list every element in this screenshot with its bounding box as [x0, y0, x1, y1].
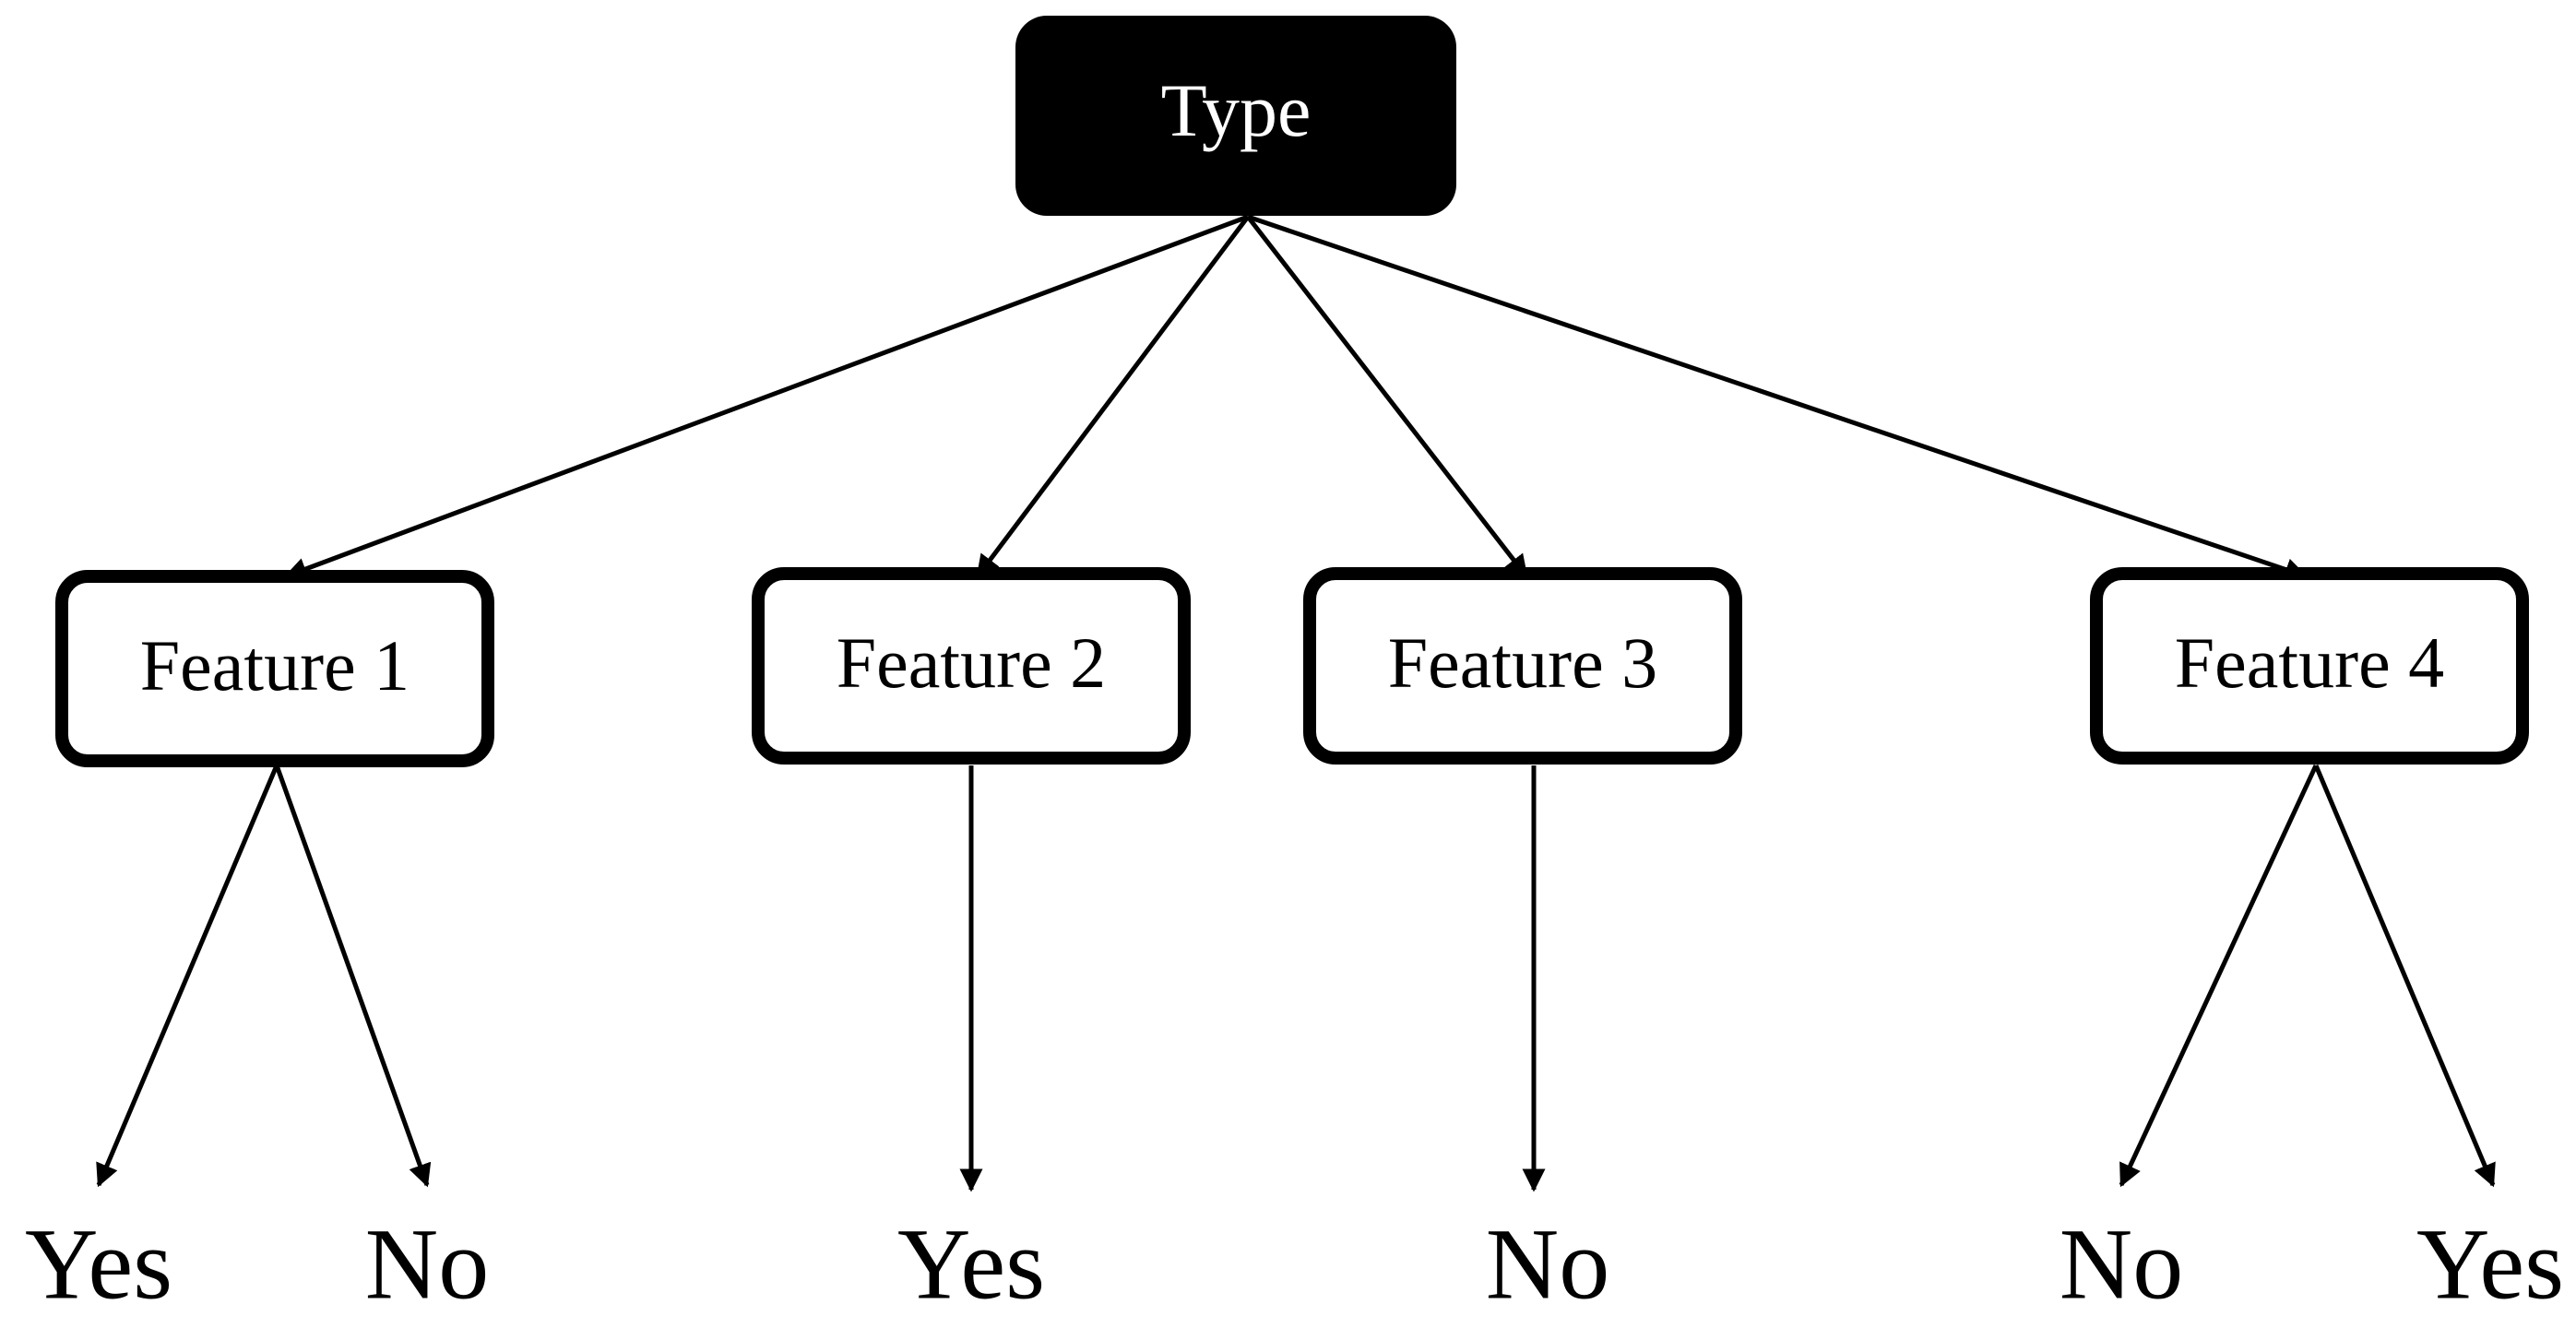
edge-feature-1-to-yes — [96, 765, 279, 1188]
root-node-type: Type — [1015, 16, 1456, 216]
edge-feature-4-to-no — [2119, 764, 2319, 1188]
feature-node-1-box — [55, 570, 494, 767]
edge-type-to-feature-2 — [976, 215, 1250, 578]
feature-node-4-box — [2090, 567, 2529, 765]
outcome-feature-1-yes: Yes — [25, 1207, 172, 1320]
root-node-label: Type — [1161, 68, 1312, 152]
feature-node-1-label: Feature 1 — [140, 625, 410, 706]
outcome-feature-4-yes: Yes — [2416, 1207, 2564, 1320]
feature-node-2-label: Feature 2 — [837, 622, 1106, 703]
feature-node-4: Feature 4 — [2090, 567, 2529, 765]
root-node-box — [1015, 16, 1456, 216]
feature-node-2: Feature 2 — [752, 567, 1191, 765]
feature-node-3-box — [1303, 567, 1742, 765]
edge-type-to-feature-1 — [283, 214, 1249, 580]
edge-type-to-feature-3 — [1246, 215, 1528, 578]
outcome-feature-4-no: No — [2060, 1207, 2183, 1320]
edge-feature-1-to-no — [274, 765, 432, 1188]
feature-node-1: Feature 1 — [55, 570, 494, 767]
outcome-feature-1-no: No — [365, 1207, 489, 1320]
edge-feature-4-to-yes — [2313, 765, 2496, 1188]
feature-node-3: Feature 3 — [1303, 567, 1742, 765]
feature-node-4-label: Feature 4 — [2175, 622, 2444, 703]
outcome-feature-2-yes: Yes — [897, 1207, 1045, 1320]
outcome-feature-3-no: No — [1486, 1207, 1609, 1320]
feature-node-2-box — [752, 567, 1191, 765]
edge-type-to-feature-4 — [1247, 214, 2309, 581]
feature-node-3-label: Feature 3 — [1388, 622, 1657, 703]
